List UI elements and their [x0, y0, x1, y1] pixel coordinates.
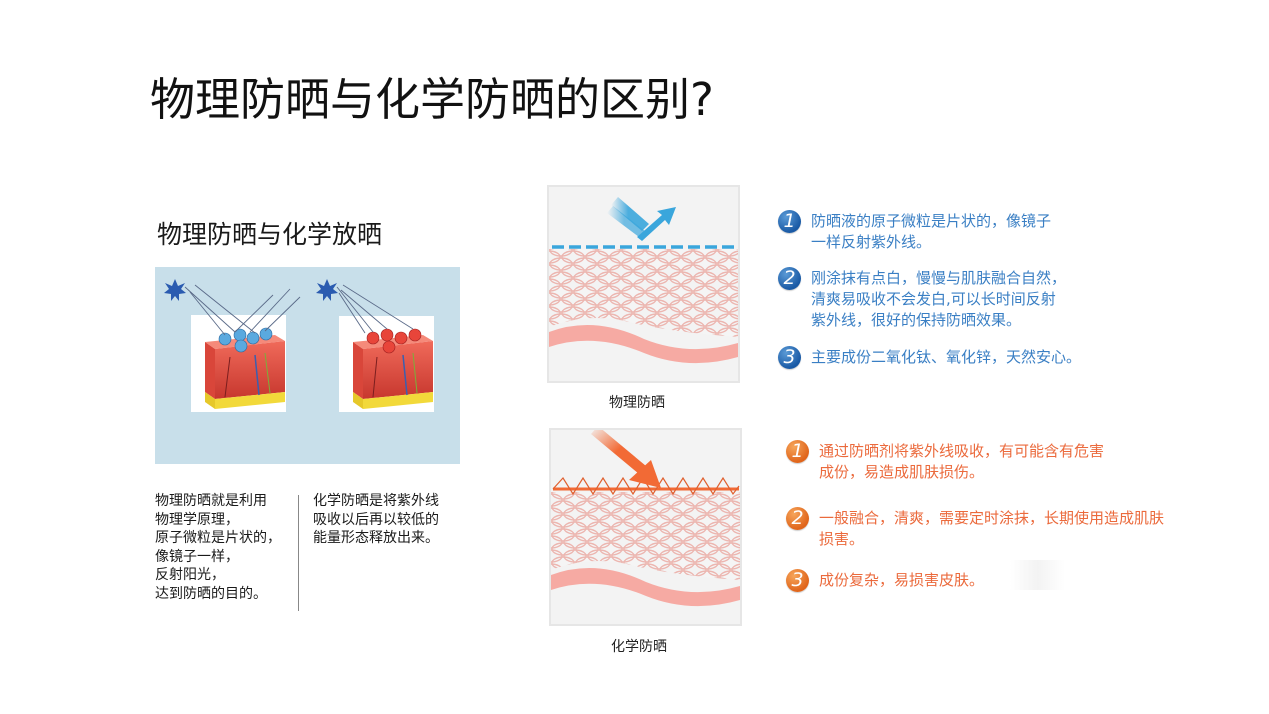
- point-line: 主要成份二氧化钛、氧化锌，天然安心。: [811, 348, 1082, 366]
- description-line: 物理学原理，: [155, 511, 239, 528]
- point-line: 紫外线，很好的保持防晒效果。: [811, 311, 1022, 329]
- absorption-zigzag: [552, 476, 740, 496]
- point-line: 刚涂抹有点白，慢慢与肌肤融合自然，: [811, 269, 1067, 287]
- number-badge-icon: 1: [778, 210, 801, 233]
- point-line: 一般融合，清爽，需要定时涂抹，长期使用造成肌肤: [819, 509, 1165, 527]
- skin-cross-section-illustration: [164, 279, 434, 412]
- description-line: 能量形态释放出来。: [313, 530, 439, 546]
- list-item: 1 防晒液的原子微粒是片状的，像镜子 一样反射紫外线。: [778, 210, 1052, 253]
- number-badge-icon: 2: [778, 267, 801, 290]
- physical-sunscreen-diagram: [547, 185, 740, 383]
- chemical-sunscreen-diagram: [549, 428, 742, 626]
- point-line: 成份，易造成肌肤损伤。: [819, 463, 985, 481]
- list-item: 3 成份复杂，易损害皮肤。: [786, 569, 985, 592]
- section-subtitle: 物理防晒与化学放晒: [157, 220, 383, 249]
- number-badge-icon: 1: [786, 440, 809, 463]
- point-line: 损害。: [819, 530, 865, 548]
- number-badge-icon: 3: [786, 569, 809, 592]
- skin-layer: [549, 324, 738, 364]
- point-line: 一样反射紫外线。: [811, 233, 932, 251]
- list-item: 2 刚涂抹有点白，慢慢与肌肤融合自然， 清爽易吸收不会发白,可以长时间反射 紫外…: [778, 267, 1067, 331]
- skin-layer: [551, 567, 740, 607]
- number-badge-icon: 2: [786, 507, 809, 530]
- chemical-skin-block: [353, 328, 433, 409]
- point-line: 通过防晒剂将紫外线吸收，有可能含有危害: [819, 442, 1105, 460]
- description-line: 原子微粒是片状的，: [155, 530, 281, 546]
- point-line: 清爽易吸收不会发白,可以长时间反射: [811, 290, 1056, 308]
- number-badge-icon: 3: [778, 346, 801, 369]
- description-line: 像镜子一样，: [155, 548, 239, 565]
- column-divider: [298, 495, 299, 611]
- list-item: 2 一般融合，清爽，需要定时涂抹，长期使用造成肌肤 损害。: [786, 507, 1165, 550]
- skin-illustration-panel: [155, 267, 460, 464]
- list-item: 3 主要成份二氧化钛、氧化锌，天然安心。: [778, 346, 1082, 369]
- physical-skin-block: [205, 327, 285, 409]
- sun-icon: [164, 279, 186, 301]
- physical-description: 物理防晒就是利用 物理学原理， 原子微粒是片状的， 像镜子一样， 反射阳光， 达…: [155, 492, 295, 603]
- chemical-description: 化学防晒是将紫外线 吸收以后再以较低的 能量形态释放出来。: [313, 492, 473, 548]
- description-line: 化学防晒是将紫外线: [313, 493, 439, 509]
- chemical-caption: 化学防晒: [611, 639, 667, 655]
- page-title: 物理防晒与化学防晒的区别?: [150, 73, 714, 126]
- point-line: 成份复杂，易损害皮肤。: [819, 571, 985, 589]
- point-line: 防晒液的原子微粒是片状的，像镜子: [811, 212, 1052, 230]
- list-item: 1 通过防晒剂将紫外线吸收，有可能含有危害 成份，易造成肌肤损伤。: [786, 440, 1105, 483]
- description-line: 吸收以后再以较低的: [313, 511, 439, 528]
- sun-icon: [316, 279, 338, 301]
- description-line: 达到防晒的目的。: [155, 585, 267, 602]
- reflected-arrow-icon: [607, 197, 676, 241]
- physical-caption: 物理防晒: [609, 395, 665, 411]
- description-line: 物理防晒就是利用: [155, 493, 267, 509]
- incoming-uv-arrow-icon: [591, 430, 661, 488]
- description-line: 反射阳光，: [155, 567, 225, 583]
- decorative-fade: [1010, 560, 1065, 590]
